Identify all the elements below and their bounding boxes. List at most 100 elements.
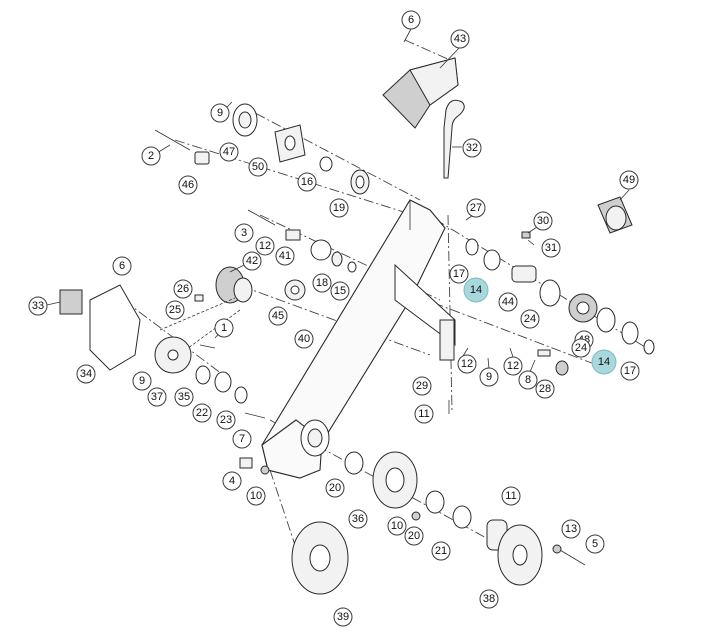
callout-43: 43: [450, 29, 470, 49]
callout-number: 19: [333, 202, 345, 214]
callout-number: 8: [525, 374, 531, 386]
callout-circle: [219, 142, 239, 162]
callout-9: 9: [132, 371, 152, 391]
callout-18: 18: [312, 273, 332, 293]
callout-number: 7: [239, 433, 245, 445]
callout-circle: [412, 376, 432, 396]
callout-11: 11: [501, 486, 521, 506]
callout-number: 13: [565, 523, 577, 535]
callout-circle: [518, 370, 538, 390]
callout-13: 13: [561, 519, 581, 539]
callout-circle: [112, 256, 132, 276]
callout-circle: [173, 279, 193, 299]
callout-circle: [268, 306, 288, 326]
callout-number: 32: [466, 142, 478, 154]
callout-circle: [174, 387, 194, 407]
callout-circle: [533, 211, 553, 231]
callout-9: 9: [210, 103, 230, 123]
callout-circle: [216, 410, 236, 430]
callout-number: 41: [279, 250, 291, 262]
callout-number: 12: [259, 240, 271, 252]
callout-27: 27: [466, 198, 486, 218]
callout-circle: [387, 516, 407, 536]
callout-number: 3: [241, 227, 247, 239]
callout-circle-highlighted: [591, 349, 617, 375]
callout-circle: [466, 198, 486, 218]
callout-circle: [214, 318, 234, 338]
callout-circle: [147, 387, 167, 407]
callout-number: 17: [624, 365, 636, 377]
callout-circle: [312, 273, 332, 293]
callout-number: 14: [598, 356, 610, 368]
callout-number: 12: [461, 358, 473, 370]
callout-23: 23: [216, 410, 236, 430]
callout-number: 40: [298, 333, 310, 345]
handle-part: [443, 99, 465, 179]
callout-number: 45: [272, 310, 284, 322]
callout-number: 27: [470, 202, 482, 214]
callout-number: 28: [539, 383, 551, 395]
callout-17: 17: [620, 361, 640, 381]
callout-number: 22: [196, 407, 208, 419]
callout-number: 2: [148, 150, 154, 162]
callout-circle: [275, 246, 295, 266]
callout-number: 30: [537, 215, 549, 227]
top-cover-part: [382, 57, 459, 129]
callout-number: 36: [352, 513, 364, 525]
callout-33: 33: [28, 296, 48, 316]
callout-11: 11: [414, 404, 434, 424]
callout-circle: [132, 371, 152, 391]
callout-number: 47: [223, 146, 235, 158]
callout-circle: [503, 356, 523, 376]
callout-10: 10: [387, 516, 407, 536]
callout-number: 5: [592, 538, 598, 550]
callout-8: 8: [518, 370, 538, 390]
callout-circle: [401, 10, 421, 30]
callout-46: 46: [178, 175, 198, 195]
callout-32: 32: [462, 138, 482, 158]
callout-26: 26: [173, 279, 193, 299]
callout-6: 6: [112, 256, 132, 276]
callout-number: 49: [623, 174, 635, 186]
callout-circle: [619, 170, 639, 190]
callout-14: 14: [591, 349, 617, 375]
callout-number: 9: [139, 375, 145, 387]
callout-number: 24: [575, 342, 587, 354]
callout-number: 46: [182, 179, 194, 191]
callout-number: 25: [169, 304, 181, 316]
callout-28: 28: [535, 379, 555, 399]
callout-circle: [210, 103, 230, 123]
callout-31: 31: [541, 238, 561, 258]
callout-30: 30: [533, 211, 553, 231]
callout-circle: [325, 478, 345, 498]
callout-number: 33: [32, 300, 44, 312]
callout-number: 20: [329, 482, 341, 494]
callout-15: 15: [330, 281, 350, 301]
callout-circle: [297, 172, 317, 192]
callout-21: 21: [431, 541, 451, 561]
callout-circle: [192, 403, 212, 423]
callout-29: 29: [412, 376, 432, 396]
callout-circle: [498, 292, 518, 312]
callout-circle: [585, 534, 605, 554]
callout-leaders: [46, 28, 630, 414]
callout-circle: [501, 486, 521, 506]
callout-41: 41: [275, 246, 295, 266]
callout-number: 35: [178, 391, 190, 403]
callout-number: 38: [483, 593, 495, 605]
callout-circle: [431, 541, 451, 561]
drive-chain-parts: [59, 284, 248, 404]
callout-number: 17: [453, 268, 465, 280]
mid-shaft-parts: [215, 209, 357, 304]
callout-circle: [232, 429, 252, 449]
callout-19: 19: [329, 198, 349, 218]
callout-10: 10: [246, 486, 266, 506]
callout-number: 39: [337, 611, 349, 623]
callout-circle-highlighted: [463, 277, 489, 303]
callout-circle: [457, 354, 477, 374]
callout-2: 2: [141, 146, 161, 166]
callout-number: 42: [246, 255, 258, 267]
callout-number: 10: [391, 520, 403, 532]
